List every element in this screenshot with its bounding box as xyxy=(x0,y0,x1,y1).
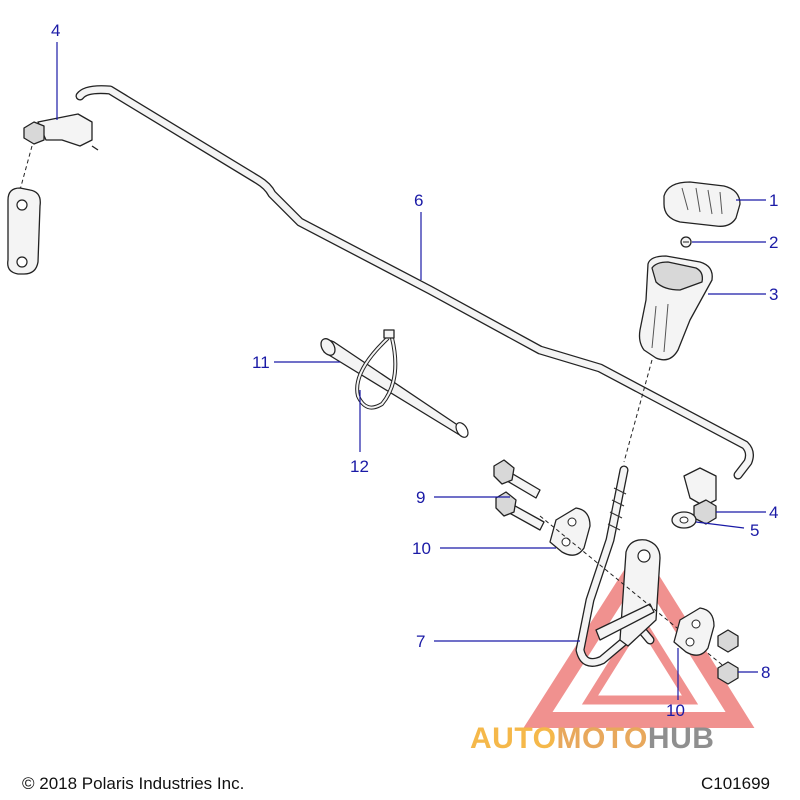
callout-4-right: 4 xyxy=(769,503,778,522)
callout-9: 9 xyxy=(416,488,425,507)
callout-6: 6 xyxy=(414,191,423,210)
link-plate-part xyxy=(7,187,41,275)
shift-knob-cap-part xyxy=(663,181,741,227)
callout-11: 11 xyxy=(252,353,270,372)
callout-12: 12 xyxy=(350,457,369,476)
callout-3: 3 xyxy=(769,285,778,304)
callout-10-left: 10 xyxy=(412,539,431,558)
watermark-part-hub: HUB xyxy=(647,722,715,755)
watermark-part-auto: AUTO xyxy=(470,722,557,755)
diagram-code: C101699 xyxy=(700,774,770,793)
watermark-logo: AUTOMOTOHUB xyxy=(470,722,714,756)
dash-line-handle xyxy=(623,359,653,463)
tube-sleeve-part xyxy=(320,338,469,438)
rod-end-clip-top-part xyxy=(23,113,99,151)
callout-5: 5 xyxy=(750,521,759,540)
shift-rod-part xyxy=(75,85,754,480)
nut-upper-part xyxy=(717,629,739,653)
rod-end-clip-right-part xyxy=(683,467,717,525)
callout-8: 8 xyxy=(761,663,770,682)
bolt-lower-part xyxy=(495,491,545,531)
callout-4-top: 4 xyxy=(51,21,60,40)
washer-part xyxy=(671,511,697,529)
cable-tie-part xyxy=(355,329,398,410)
leader-lines xyxy=(56,42,766,700)
callout-2: 2 xyxy=(769,233,778,252)
callout-7: 7 xyxy=(416,632,425,651)
callout-1: 1 xyxy=(769,191,778,210)
copyright-text: © 2018 Polaris Industries Inc. xyxy=(22,774,245,793)
dash-line-top-left xyxy=(19,145,33,191)
bushing-block-left-part xyxy=(549,507,591,556)
bushing-block-bottom-part xyxy=(673,607,715,656)
dash-line-lever-axis xyxy=(539,515,727,669)
bolt-upper-part xyxy=(493,459,541,499)
shift-lever-part xyxy=(575,465,661,667)
shift-handle-grip-part xyxy=(638,255,713,361)
nut-lower-part xyxy=(717,661,739,685)
watermark-part-moto: MOTO xyxy=(556,722,648,755)
callout-10-bottom: 10 xyxy=(666,701,685,720)
screw-part xyxy=(680,236,692,248)
